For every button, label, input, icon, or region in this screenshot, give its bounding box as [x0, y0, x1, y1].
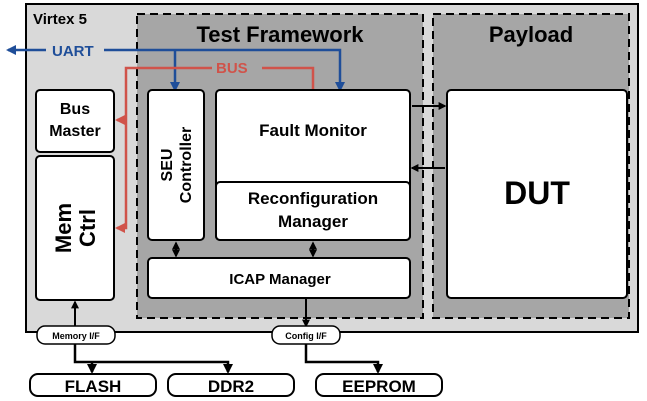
seu-controller-line2: Controller: [178, 127, 195, 203]
flash-memory: FLASH: [29, 373, 157, 397]
test-framework-title: Test Framework: [196, 22, 364, 47]
reconfiguration-manager-line2: Manager: [278, 212, 348, 231]
mem-ctrl-line1: Mem: [51, 203, 76, 253]
uart-signal: UART: [6, 41, 345, 92]
memory-if-port: Memory I/F: [36, 325, 116, 345]
flash-label: FLASH: [65, 377, 122, 396]
external-connections: [73, 344, 383, 374]
icap-manager-label: ICAP Manager: [229, 271, 331, 288]
reconfiguration-manager-line1: Reconfiguration: [248, 189, 378, 208]
bus-label-bg: [212, 58, 262, 76]
ddr2-memory: DDR2: [167, 373, 295, 397]
config-if-port: Config I/F: [271, 325, 341, 345]
seu-controller-line1: SEU: [159, 149, 176, 182]
memory-if-label: Memory I/F: [52, 331, 100, 341]
bus-signal: BUS: [115, 58, 315, 233]
bus-master-line1: Bus: [60, 101, 90, 118]
icap-manager-block: ICAP Manager: [147, 257, 411, 299]
payload-title: Payload: [489, 22, 573, 47]
reconfiguration-manager-block: Reconfiguration Manager: [215, 181, 411, 241]
bus-master-block: Bus Master: [35, 89, 115, 153]
ddr2-label: DDR2: [208, 377, 254, 396]
dut-label: DUT: [504, 175, 570, 211]
bus-master-line2: Master: [49, 123, 101, 140]
uart-label: UART: [52, 43, 94, 60]
seu-controller-block: SEU Controller: [147, 89, 205, 241]
mem-ctrl-line2: Ctrl: [75, 209, 100, 247]
config-if-label: Config I/F: [285, 331, 327, 341]
dut-block: DUT: [446, 89, 628, 299]
fpga-label: Virtex 5: [33, 11, 87, 28]
mem-ctrl-block: Mem Ctrl: [35, 155, 115, 301]
fault-monitor-label: Fault Monitor: [259, 121, 367, 140]
internal-connections: [71, 102, 447, 328]
eeprom-label: EEPROM: [342, 377, 416, 396]
eeprom-memory: EEPROM: [315, 373, 443, 397]
bus-label: BUS: [216, 60, 248, 77]
uart-label-bg: [46, 41, 104, 59]
